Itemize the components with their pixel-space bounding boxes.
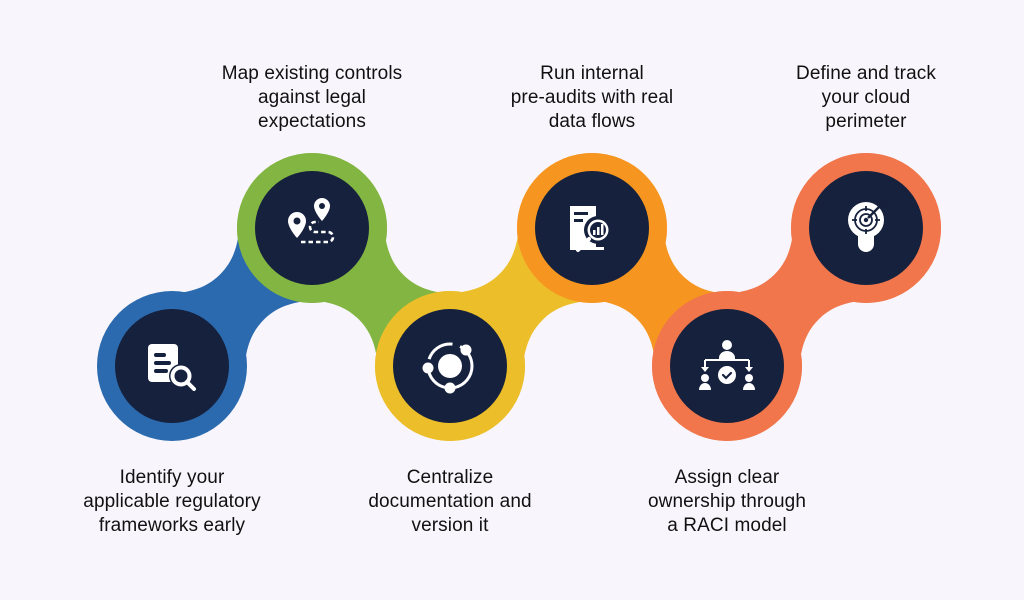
- label-line: Assign clear: [674, 467, 780, 488]
- label-line: data flows: [548, 111, 636, 132]
- label-line: Identify your: [119, 467, 225, 488]
- step-label-4: Run internal pre-audits with real data flo…: [472, 62, 712, 134]
- label-line: expectations: [258, 111, 366, 132]
- label-line: Run internal: [540, 63, 644, 84]
- step-node-5: [670, 309, 784, 423]
- label-line: Define and track: [796, 63, 936, 84]
- label-line: perimeter: [825, 111, 907, 132]
- label-line: ownership through: [647, 491, 807, 512]
- label-line: your cloud: [821, 87, 911, 108]
- step-label-1: Identify your applicable regulatory framew…: [52, 466, 292, 538]
- label-line: against legal: [258, 87, 366, 108]
- step-node-1: [115, 309, 229, 423]
- label-line: applicable regulatory: [83, 491, 261, 512]
- step-label-6: Define and track your cloud perimeter: [746, 62, 986, 134]
- label-line: a RACI model: [667, 515, 787, 536]
- step-node-4: [535, 171, 649, 285]
- step-disc-2: [255, 171, 369, 285]
- label-line: version it: [411, 515, 489, 536]
- step-node-2: [255, 171, 369, 285]
- step-label-3: Centralize documentation and version it: [330, 466, 570, 538]
- step-node-6: [809, 171, 923, 285]
- label-line: Centralize: [406, 467, 494, 488]
- label-line: frameworks early: [98, 515, 246, 536]
- step-label-5: Assign clear ownership through a RACI mode…: [607, 466, 847, 538]
- label-line: pre-audits with real: [510, 87, 674, 108]
- step-node-3: [393, 309, 507, 423]
- step-label-2: Map existing controls against legal expect…: [192, 62, 432, 134]
- label-line: Map existing controls: [221, 63, 403, 84]
- label-line: documentation and: [368, 491, 532, 512]
